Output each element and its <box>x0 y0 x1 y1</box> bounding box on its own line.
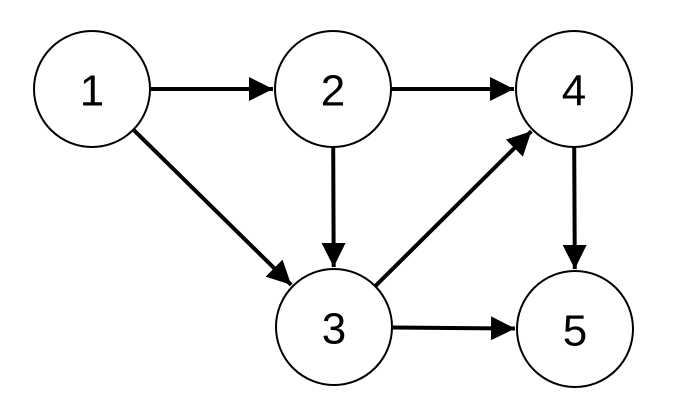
node-3: 3 <box>275 268 393 386</box>
edge-3-to-4 <box>373 129 533 288</box>
edge-4-to-5 <box>562 146 587 270</box>
node-label-2: 2 <box>321 67 345 116</box>
edge-3-to-5 <box>391 316 516 341</box>
node-1: 1 <box>33 30 151 148</box>
node-5: 5 <box>516 270 634 388</box>
node-4: 4 <box>515 30 633 148</box>
node-label-3: 3 <box>322 305 346 354</box>
node-label-4: 4 <box>562 67 586 116</box>
node-2: 2 <box>274 30 392 148</box>
node-label-5: 5 <box>563 307 587 356</box>
node-circle-3 <box>275 268 393 386</box>
edges-layer <box>131 77 587 341</box>
edge-1-to-3 <box>131 128 293 287</box>
node-circle-2 <box>274 30 392 148</box>
node-circle-5 <box>516 270 634 388</box>
node-circle-1 <box>33 30 151 148</box>
edge-2-to-3 <box>321 146 346 268</box>
node-circle-4 <box>515 30 633 148</box>
node-label-1: 1 <box>80 67 104 116</box>
